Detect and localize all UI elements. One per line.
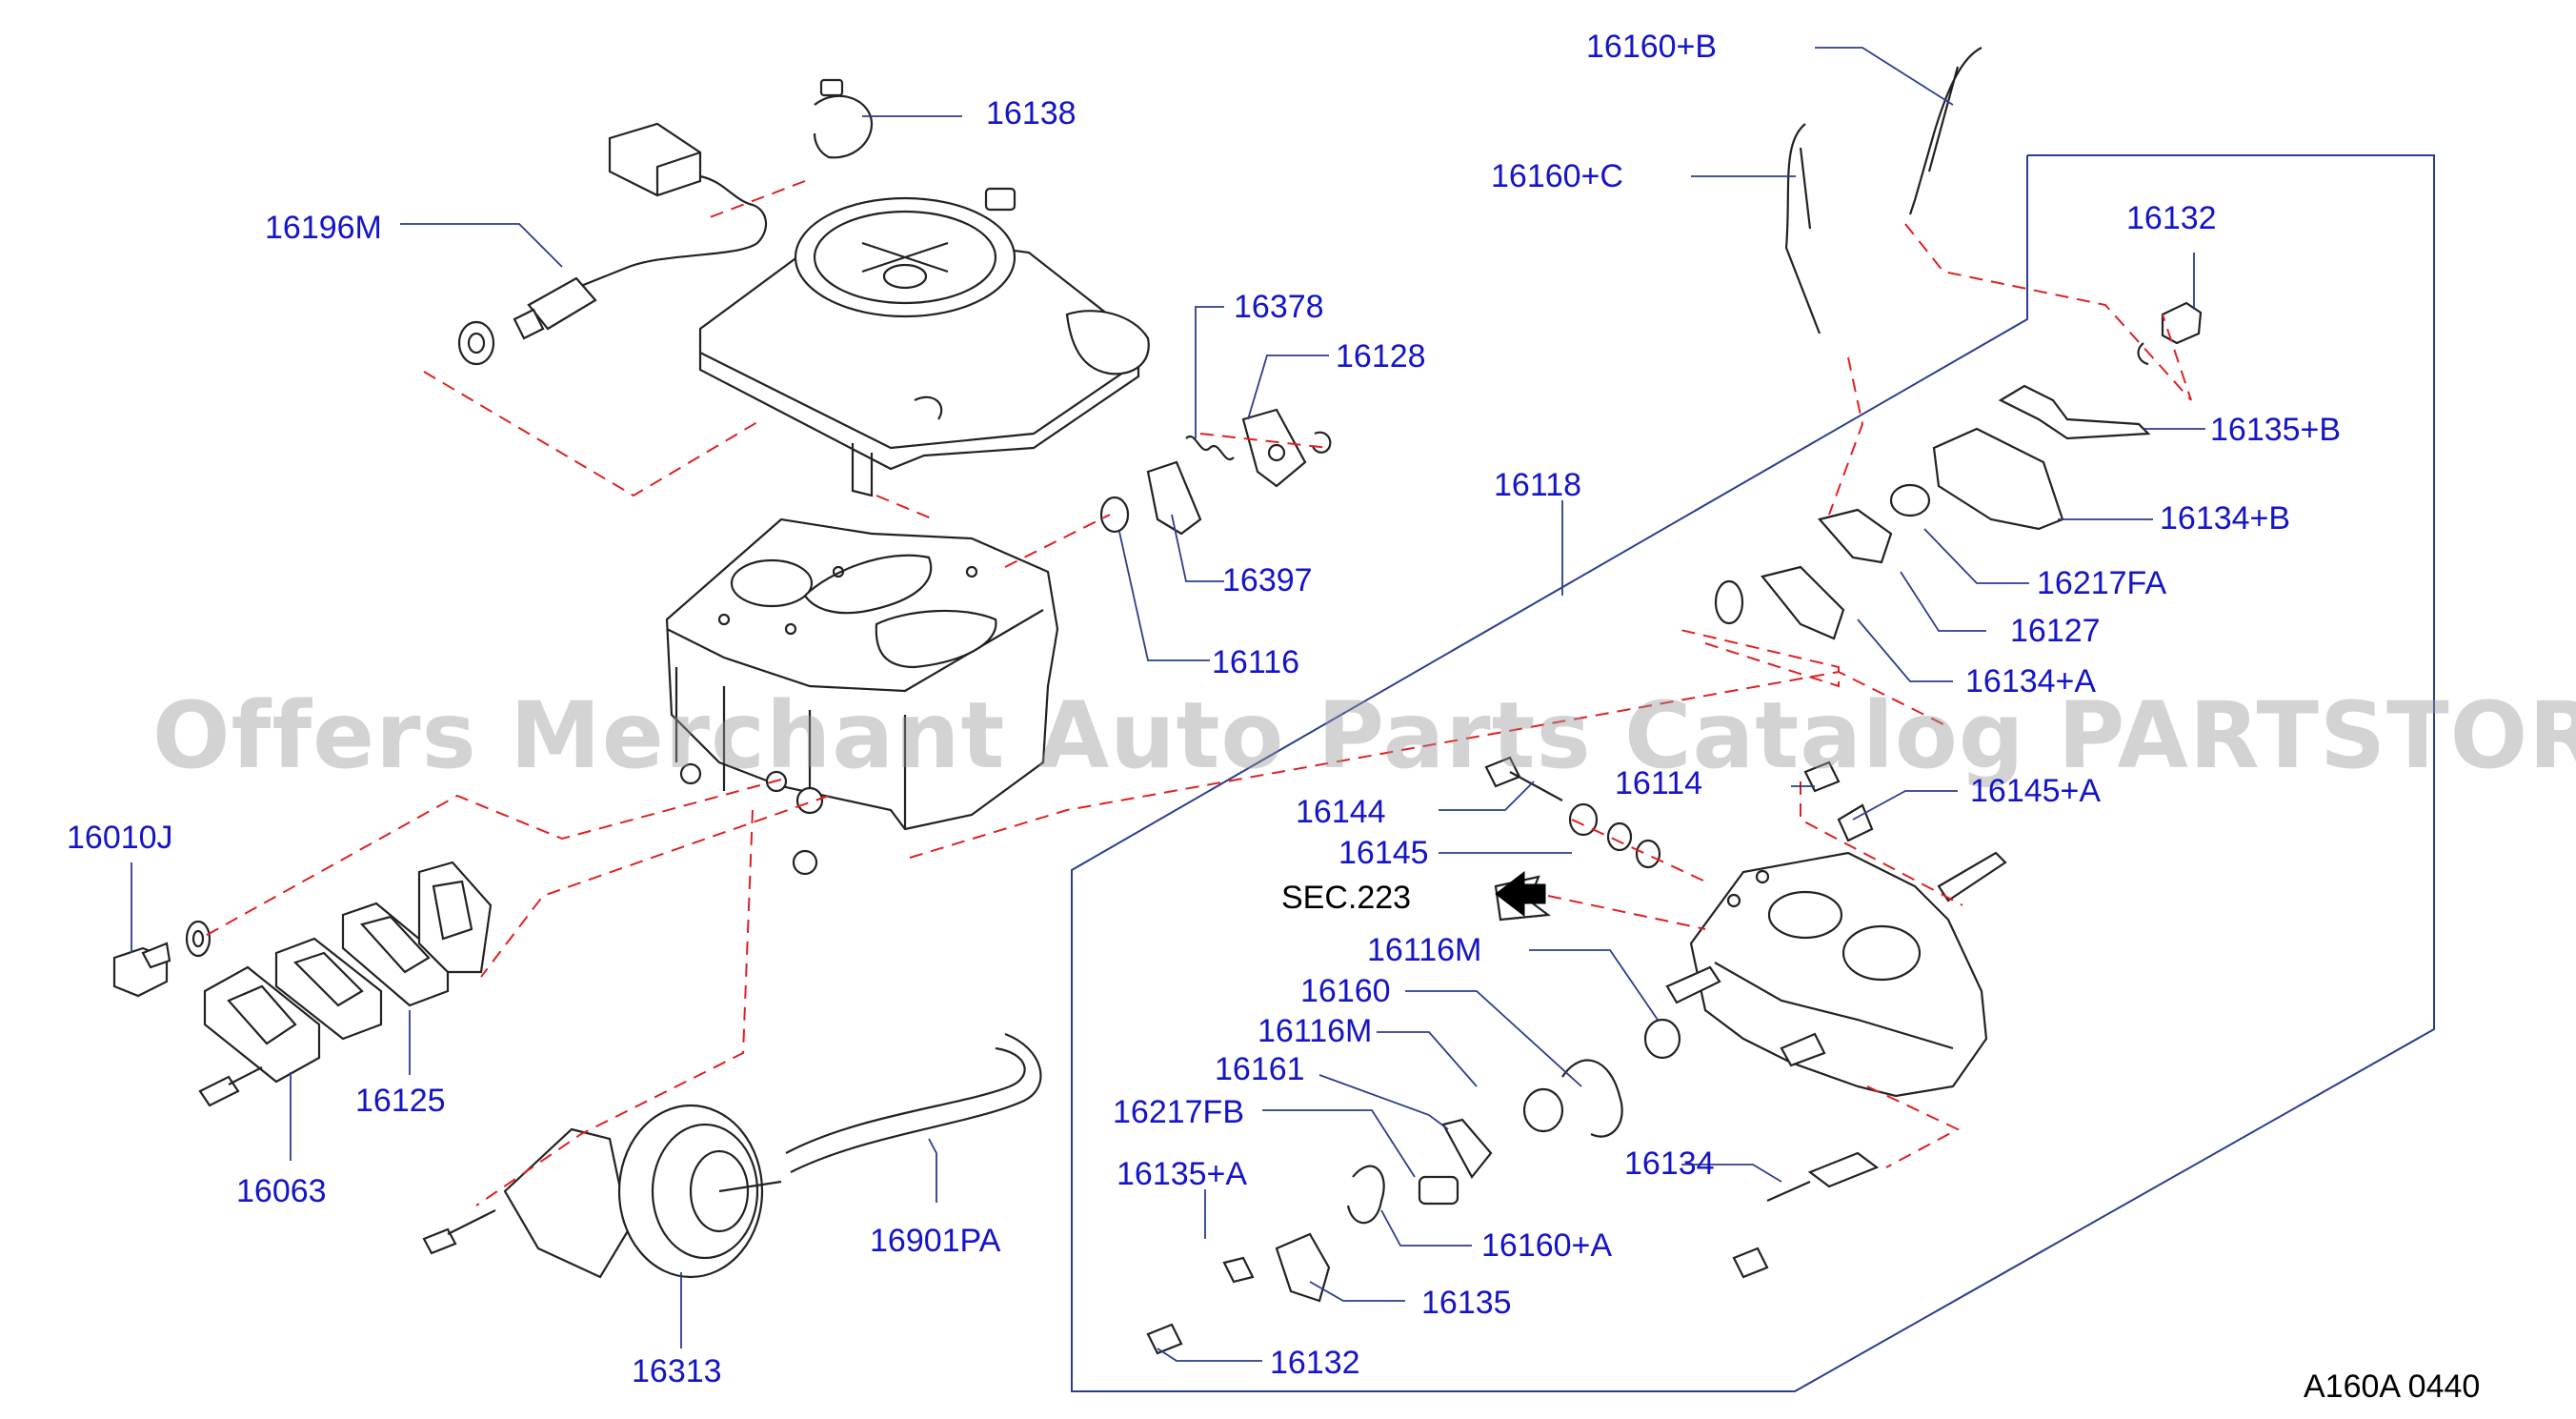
part-label-16134[interactable]: 16134	[1624, 1145, 1715, 1182]
part-label-16144[interactable]: 16144	[1296, 794, 1386, 830]
actuator-16313-drawing	[422, 1104, 782, 1279]
part-label-16160-c[interactable]: 16160+C	[1491, 158, 1623, 194]
throttle-body-drawing	[1665, 851, 2007, 1098]
part-label-16010j[interactable]: 16010J	[67, 820, 173, 856]
part-label-16160-b[interactable]: 16160+B	[1586, 29, 1718, 65]
assembly-frame	[1071, 154, 2435, 1392]
carburetor-top-cover	[698, 187, 1150, 497]
part-label-16116[interactable]: 16116	[1212, 644, 1300, 680]
part-label-16114[interactable]: 16114	[1615, 765, 1703, 801]
dashed-relation-lines	[199, 180, 2192, 1206]
part-label-16160-a[interactable]: 16160+A	[1481, 1227, 1613, 1264]
bolt-16010j-drawing	[112, 920, 263, 1107]
part-label-16125[interactable]: 16125	[355, 1083, 446, 1119]
part-label-16217fa[interactable]: 16217FA	[2037, 565, 2167, 601]
part-label-16313[interactable]: 16313	[632, 1353, 722, 1389]
sec-223-arrow	[1495, 870, 1546, 918]
gaskets-drawing	[203, 861, 493, 1084]
part-label-16116m-b[interactable]: 16116M	[1258, 1013, 1373, 1049]
springs-top-drawing	[1784, 47, 1982, 334]
diagram-code: A160A 0440	[2304, 1368, 2481, 1405]
part-label-16134-a[interactable]: 16134+A	[1965, 663, 2097, 699]
part-label-16134-b[interactable]: 16134+B	[2160, 500, 2291, 537]
part-label-16135-b[interactable]: 16135+B	[2210, 412, 2342, 448]
part-label-16135-a[interactable]: 16135+A	[1117, 1156, 1248, 1192]
part-label-16161[interactable]: 16161	[1215, 1051, 1305, 1087]
part-label-16128[interactable]: 16128	[1336, 338, 1426, 375]
part-label-16063[interactable]: 16063	[236, 1173, 327, 1209]
part-label-16217fb[interactable]: 16217FB	[1113, 1094, 1244, 1130]
part-label-16132-top[interactable]: 16132	[2126, 200, 2217, 236]
section-reference-label[interactable]: SEC.223	[1281, 880, 1412, 916]
part-label-16145[interactable]: 16145	[1338, 835, 1429, 871]
part-label-16145-a[interactable]: 16145+A	[1970, 773, 2102, 809]
part-label-16160[interactable]: 16160	[1300, 973, 1391, 1009]
small-parts-upper-drawing	[1099, 408, 1332, 536]
part-label-16116m-a[interactable]: 16116M	[1367, 932, 1482, 968]
part-label-16397[interactable]: 16397	[1222, 562, 1313, 598]
part-label-16135[interactable]: 16135	[1421, 1285, 1512, 1321]
part-label-16901pa[interactable]: 16901PA	[870, 1223, 1001, 1259]
part-label-16196m[interactable]: 16196M	[265, 210, 382, 246]
carburetor-main-body	[665, 517, 1059, 876]
part-label-16132-bottom[interactable]: 16132	[1270, 1345, 1360, 1381]
part-label-16138[interactable]: 16138	[986, 95, 1077, 132]
part-label-16127[interactable]: 16127	[2010, 613, 2101, 649]
sensor-16196m-drawing	[457, 122, 768, 366]
hose-16901pa-drawing	[785, 1032, 1042, 1173]
throttle-small-parts-drawing	[1146, 756, 1880, 1355]
clip-16138-drawing	[813, 78, 874, 159]
part-label-16118[interactable]: 16118	[1494, 467, 1582, 503]
leader-lines	[131, 47, 2205, 1362]
part-label-16378[interactable]: 16378	[1234, 289, 1324, 325]
